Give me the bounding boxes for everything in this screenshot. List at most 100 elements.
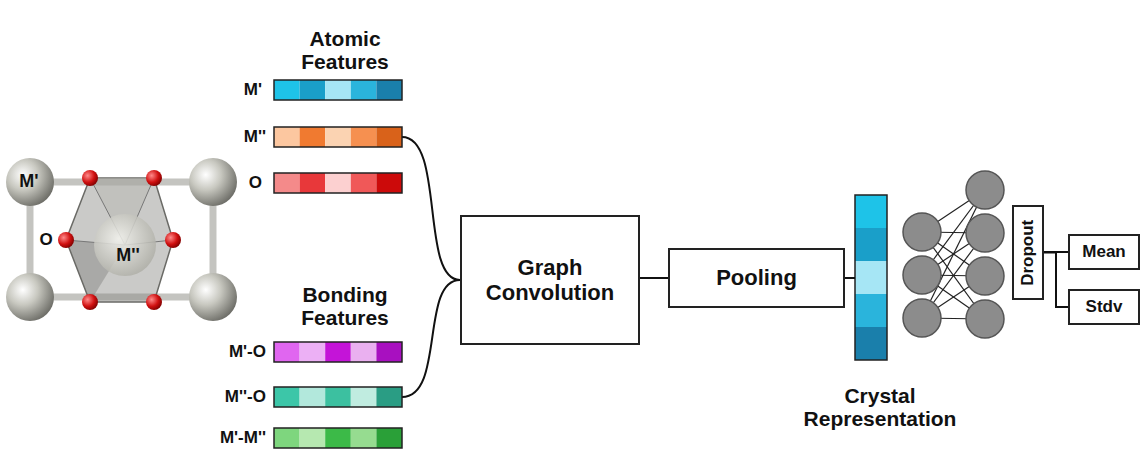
feature-cell: [351, 428, 377, 448]
feature-vector: [274, 387, 402, 407]
nn-neuron: [903, 256, 941, 294]
feature-cell: [376, 387, 402, 407]
nn-neuron: [966, 300, 1004, 338]
feature-cell: [351, 127, 377, 147]
node-text: Stdv: [1086, 297, 1123, 317]
feature-cell: [855, 294, 887, 327]
oxygen-atom: [82, 294, 98, 310]
feature-cell: [325, 173, 351, 193]
feature-cell: [325, 127, 351, 147]
nn-neuron: [966, 214, 1004, 252]
oxygen-atom: [146, 170, 162, 186]
process-box: Pooling: [668, 248, 845, 308]
feature-cell: [855, 261, 887, 294]
feature-cell: [376, 428, 402, 448]
label: M'': [244, 128, 266, 147]
feature-curves: [402, 137, 460, 397]
vector-outline: [274, 173, 402, 193]
feature-cell: [325, 428, 351, 448]
corner-atom: [189, 158, 237, 206]
feature-cell: [855, 327, 887, 360]
neural-network: [903, 171, 1004, 338]
feature-cell: [325, 80, 351, 100]
oxygen-atom: [82, 170, 98, 186]
connector: [640, 277, 668, 279]
dropout-box: Dropout: [1012, 205, 1044, 300]
label: Crystal Representation: [793, 384, 968, 430]
label: M': [19, 172, 38, 192]
output-box: Stdv: [1068, 289, 1140, 325]
feature-vector: [274, 342, 402, 362]
oxygen-atom: [146, 294, 162, 310]
nn-weight: [922, 190, 985, 318]
label: M'-M'': [220, 429, 266, 448]
nn-neuron: [966, 257, 1004, 295]
node-text: Dropout: [1018, 219, 1038, 285]
node-text: Mean: [1082, 242, 1125, 262]
feature-cell: [376, 127, 402, 147]
feature-curve: [402, 280, 460, 397]
feature-cell: [300, 428, 326, 448]
feature-cell: [300, 342, 326, 362]
feature-vectors: [274, 80, 402, 448]
vector-outline: [274, 342, 402, 362]
feature-cell: [376, 80, 402, 100]
feature-cell: [274, 173, 300, 193]
process-box: Graph Convolution: [460, 215, 640, 345]
feature-vector: [274, 80, 402, 100]
feature-cell: [300, 173, 326, 193]
label: Atomic Features: [270, 27, 420, 73]
vector-outline: [274, 80, 402, 100]
label: M''-O: [225, 388, 266, 407]
feature-cell: [855, 228, 887, 261]
feature-cell: [351, 387, 377, 407]
vector-outline: [274, 127, 402, 147]
feature-cell: [274, 387, 300, 407]
feature-cell: [855, 195, 887, 228]
label: M'-O: [229, 343, 266, 362]
label: O: [39, 231, 52, 250]
feature-cell: [300, 387, 326, 407]
node-text: Pooling: [716, 265, 797, 290]
feature-cell: [376, 173, 402, 193]
feature-cell: [325, 387, 351, 407]
feature-vector: [274, 173, 402, 193]
nn-neuron: [903, 299, 941, 337]
pooling-output-line: [845, 277, 855, 279]
oxygen-atom: [58, 232, 74, 248]
crystal-vector: [855, 195, 887, 360]
feature-cell: [274, 127, 300, 147]
center-atom: [94, 214, 156, 276]
corner-atom: [6, 273, 54, 321]
feature-cell: [351, 173, 377, 193]
corner-atom: [6, 158, 54, 206]
label: M'': [116, 246, 140, 266]
connector: [1044, 253, 1068, 308]
feature-cell: [274, 80, 300, 100]
node-text: Graph Convolution: [468, 255, 632, 306]
feature-cell: [300, 127, 326, 147]
feature-vector: [274, 428, 402, 448]
corner-atom: [189, 273, 237, 321]
oxygen-atoms: [58, 170, 181, 310]
corner-atoms: [6, 158, 237, 321]
vector-outline: [855, 195, 887, 360]
feature-cell: [274, 342, 300, 362]
vector-outline: [274, 387, 402, 407]
nn-neuron: [903, 213, 941, 251]
label: Bonding Features: [260, 283, 430, 329]
feature-cell: [351, 342, 377, 362]
feature-cell: [300, 80, 326, 100]
feature-cell: [351, 80, 377, 100]
feature-cell: [325, 342, 351, 362]
label: O: [249, 174, 262, 193]
output-box: Mean: [1068, 234, 1140, 270]
octahedron: [66, 178, 173, 302]
feature-curve: [402, 137, 460, 280]
label: M': [244, 81, 262, 100]
feature-cell: [376, 342, 402, 362]
oxygen-atom: [165, 232, 181, 248]
feature-vector: [274, 127, 402, 147]
nn-neuron: [966, 171, 1004, 209]
